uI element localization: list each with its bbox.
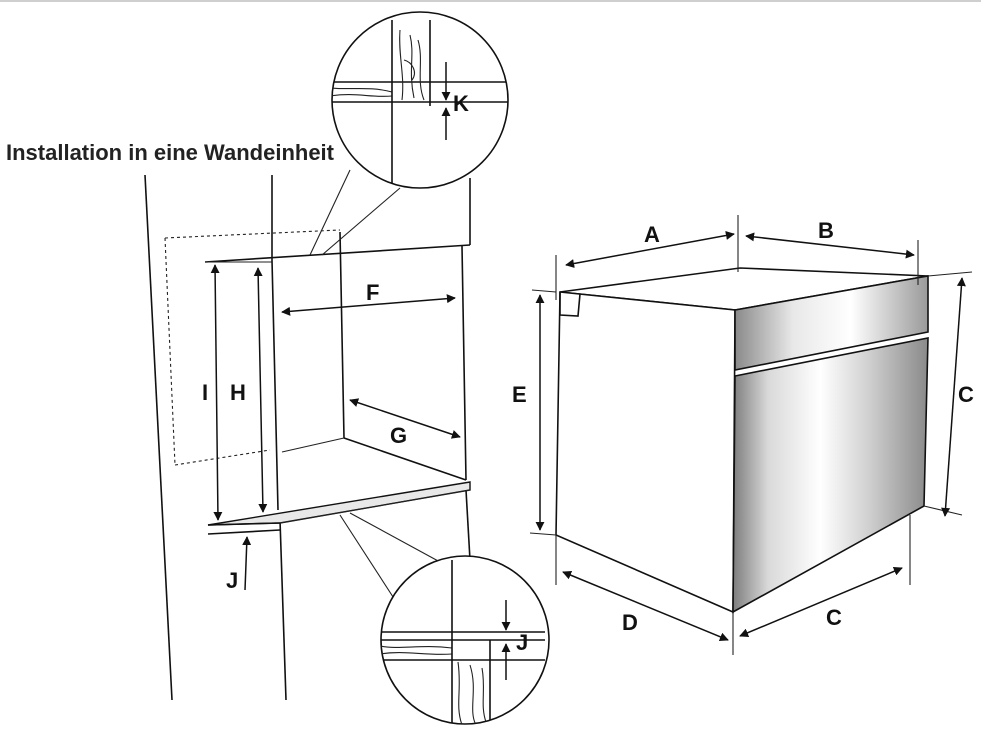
- label-h: H: [230, 380, 246, 405]
- label-c-bottom: C: [826, 605, 842, 630]
- label-j-detail: J: [516, 630, 528, 655]
- label-g: G: [390, 423, 407, 448]
- label-b: B: [818, 218, 834, 243]
- label-d: D: [622, 610, 638, 635]
- label-c-right: C: [958, 382, 974, 407]
- detail-circle-top: [331, 11, 509, 189]
- label-e: E: [512, 382, 527, 407]
- oven: [555, 267, 929, 614]
- label-f: F: [366, 280, 379, 305]
- label-a: A: [644, 222, 660, 247]
- label-k: K: [453, 91, 469, 116]
- oven-door: [732, 337, 929, 614]
- control-panel: [734, 275, 929, 371]
- diagram-title: Installation in eine Wandeinheit: [6, 140, 335, 165]
- wall-unit: [144, 169, 471, 701]
- oven-dimensions: [529, 215, 973, 655]
- wall-unit-dimensions: [210, 264, 461, 591]
- label-j-bottom: J: [226, 568, 238, 593]
- label-i: I: [202, 380, 208, 405]
- detail-circle-bottom: [380, 555, 550, 725]
